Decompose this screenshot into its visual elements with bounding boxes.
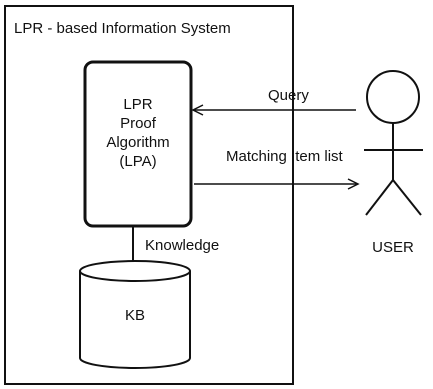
lpa-line-2: Proof bbox=[120, 115, 157, 132]
user-label: USER bbox=[372, 239, 414, 256]
matching-arrowhead bbox=[347, 178, 360, 190]
lpa-line-3: Algorithm bbox=[106, 134, 169, 151]
system-boundary bbox=[4, 5, 294, 385]
query-label: Query bbox=[268, 87, 309, 104]
query-arrowhead bbox=[191, 104, 204, 116]
system-title: LPR - based Information System bbox=[14, 20, 231, 37]
lpa-line-4: (LPA) bbox=[119, 153, 156, 170]
knowledge-label: Knowledge bbox=[145, 237, 219, 254]
user-stick-figure-icon bbox=[364, 70, 423, 216]
lpa-process-box bbox=[83, 60, 193, 228]
kb-label: KB bbox=[125, 307, 145, 324]
lpa-line-1: LPR bbox=[123, 96, 152, 113]
matching-label: Matching Item list bbox=[226, 148, 344, 165]
kb-database-cylinder bbox=[79, 260, 191, 369]
